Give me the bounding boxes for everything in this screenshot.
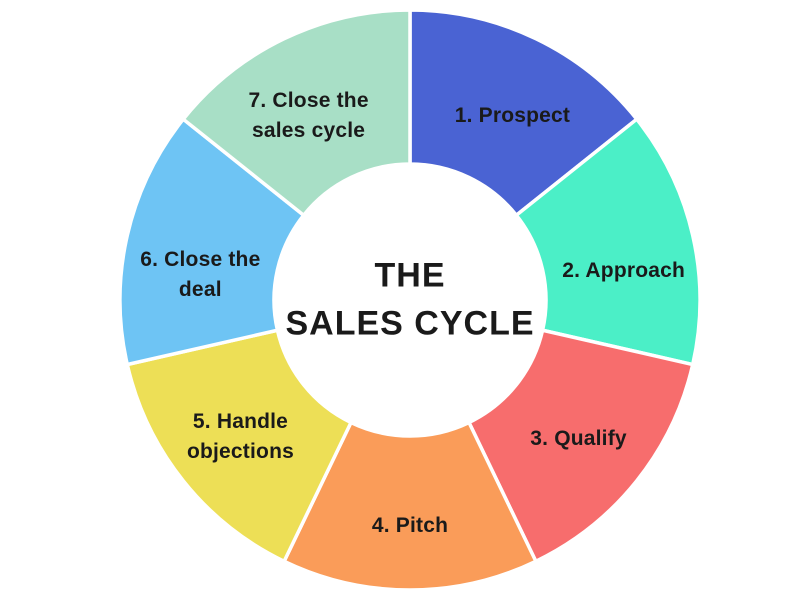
wedge-approach: [514, 117, 702, 367]
wedge-pitch: [282, 420, 538, 592]
wedge-qualify: [467, 328, 695, 564]
wedge-close-sales-cycle: [181, 8, 412, 217]
wedge-handle-objections: [125, 328, 353, 564]
